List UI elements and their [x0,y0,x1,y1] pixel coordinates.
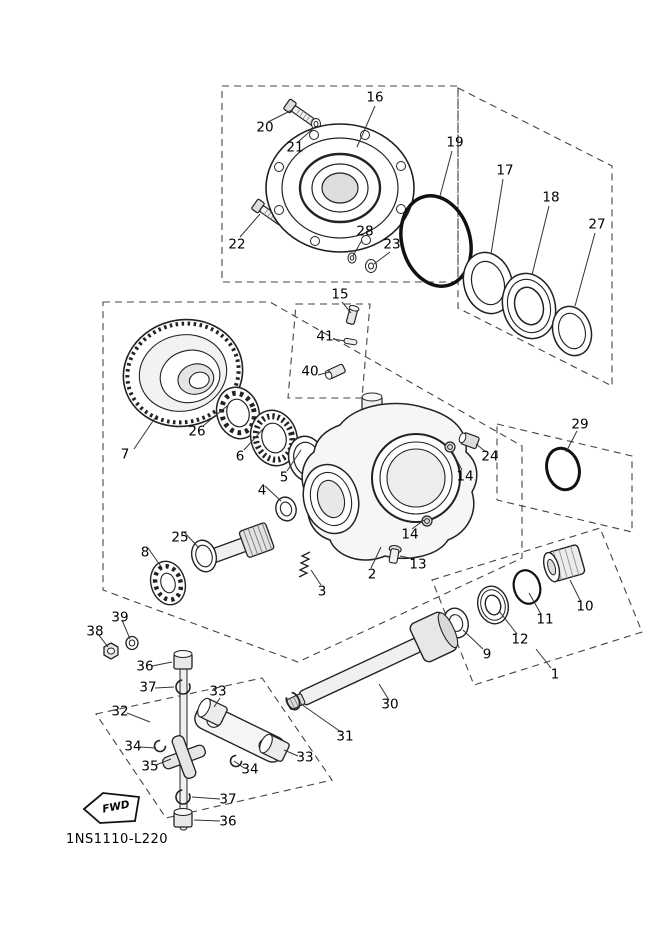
oring29-box [496,423,633,533]
cross-35 [162,735,206,779]
leader-lines [97,105,596,822]
callout-22: 22 [228,236,246,253]
callout-20: 20 [256,119,274,136]
breather-15 [345,305,360,325]
callout-24: 24 [481,448,499,465]
callout-8: 8 [140,544,150,561]
oring-29 [545,446,581,492]
seal-12 [476,585,510,625]
callout-18: 18 [542,189,560,206]
housing-illustration [301,392,581,564]
ring-gear-7 [122,318,244,428]
bushing-33a [197,697,228,726]
callout-30: 30 [381,696,399,713]
callout-9: 9 [482,646,492,663]
pin-group-illustration [324,305,360,380]
oring-11 [512,569,542,605]
spring-3 [298,551,311,578]
seal-27 [551,305,593,357]
callout-33-a: 33 [209,683,227,700]
shaft-30 [298,638,422,706]
u-joint-illustration [103,635,290,831]
housing-left-flange [302,463,360,535]
seal-18 [501,272,557,340]
callout-1: 1 [550,666,560,683]
seal-17 [462,251,514,315]
bearing-26 [215,386,261,440]
callout-19: 19 [446,134,464,151]
output-group-illustration [443,544,586,639]
callout-17: 17 [496,162,514,179]
callout-7: 7 [120,446,130,463]
callout-31: 31 [336,728,354,745]
diagram-code: 1NS1110-L220 [66,832,169,847]
ring-nut-10 [542,544,586,583]
washer-39 [125,635,139,651]
seals-group-box [457,87,613,387]
callout-25: 25 [171,529,189,546]
nut-14a [444,441,456,453]
callout-14-b: 14 [401,526,419,543]
pin-41 [343,337,358,346]
callout-6: 6 [235,448,245,465]
callout-40: 40 [301,363,319,380]
pin-group-box [287,303,371,399]
collar-4 [275,496,297,522]
callout-4: 4 [257,482,267,499]
bolt-13 [388,544,402,564]
callout-36-a: 36 [136,658,154,675]
callout-36-b: 36 [219,813,237,830]
drive-shaft-illustration [285,611,459,711]
bearing-6 [249,409,299,467]
washer-28 [347,252,357,264]
callout-11: 11 [536,611,554,628]
callout-34-b: 34 [241,761,259,778]
callout-37-a: 37 [139,679,157,696]
callout-13: 13 [409,556,427,573]
callout-33-b: 33 [296,749,314,766]
seal-rings-illustration [399,194,593,357]
ujoint-box [95,677,333,819]
callout-38: 38 [86,623,104,640]
callout-2: 2 [367,566,377,583]
bearing-retainer-box [431,527,643,686]
clip-37a [175,679,191,695]
callout-23: 23 [383,236,401,253]
bushing-33b [259,733,290,762]
callout-32: 32 [111,703,129,720]
pinion-illustration [149,496,311,606]
circlip-31 [285,691,301,711]
dowel-40 [324,363,346,380]
oring-19 [399,194,473,288]
callout-41: 41 [316,328,334,345]
ring-gear-illustration [122,318,327,483]
callout-39: 39 [111,609,129,626]
callout-28: 28 [356,223,374,240]
callout-21: 21 [286,139,304,156]
clip-34b [229,754,243,768]
callout-3: 3 [317,583,327,600]
shim-25 [190,539,218,573]
callout-29: 29 [571,416,589,433]
callout-26: 26 [188,423,206,440]
plug-24 [458,432,480,450]
washer-23 [365,259,377,273]
cover-assembly-illustration [250,98,415,273]
main-group-box [102,301,523,663]
callout-16: 16 [366,89,384,106]
callout-37-b: 37 [219,791,237,808]
bearing-8 [149,560,187,606]
callout-14-a: 14 [456,468,474,485]
callout-27: 27 [588,216,606,233]
callout-10: 10 [576,598,594,615]
callout-15: 15 [331,286,349,303]
fwd-flag [82,792,141,824]
callout-35: 35 [141,758,159,775]
clip-37b [175,789,191,805]
callout-12: 12 [511,631,529,648]
callout-5: 5 [279,469,289,486]
clip-34a [153,739,167,753]
callout-34-a: 34 [124,738,142,755]
